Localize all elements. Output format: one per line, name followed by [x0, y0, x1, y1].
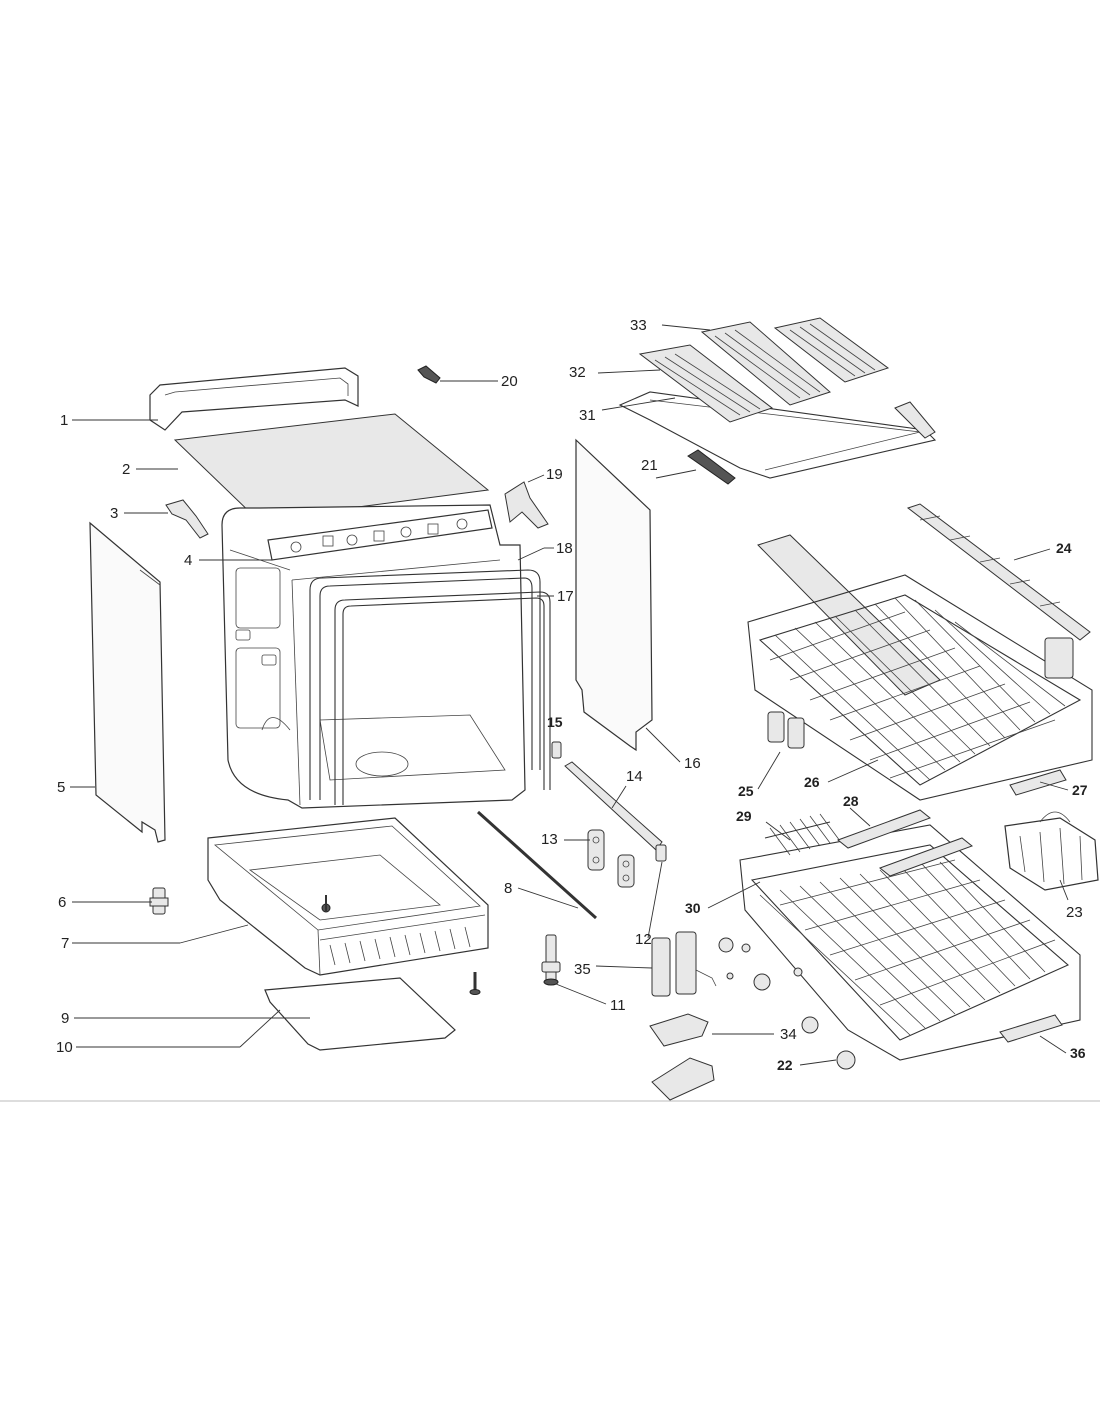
callout-14: 14	[626, 768, 643, 785]
callout-22: 22	[777, 1057, 793, 1073]
part-upper-spray-rail	[757, 534, 941, 696]
part-4-control-strip	[267, 509, 493, 561]
part-32-tray-section-left	[638, 344, 774, 423]
callout-34: 34	[780, 1026, 797, 1043]
callout-27: 27	[1072, 782, 1088, 798]
part-31-tray-frame	[618, 391, 937, 479]
part-33-tray-section-middle	[700, 321, 831, 406]
callout-24: 24	[1056, 540, 1072, 556]
callout-9: 9	[61, 1010, 69, 1027]
part-3-bracket-left	[165, 499, 209, 539]
part-17-18-door-seals	[309, 569, 551, 805]
part-5-side-panel-left	[89, 521, 166, 843]
part-tray-section-right	[773, 317, 890, 383]
callout-2: 2	[122, 461, 130, 478]
callout-26: 26	[804, 774, 820, 790]
callout-32: 32	[569, 364, 586, 381]
callout-36: 36	[1070, 1045, 1086, 1061]
part-7-base-tray	[207, 817, 489, 976]
callout-6: 6	[58, 894, 66, 911]
part-12-hinge-link	[655, 844, 667, 862]
callout-3: 3	[110, 505, 118, 522]
part-2-top-plate	[173, 413, 490, 521]
callout-7: 7	[61, 935, 69, 952]
callout-labels: 1 2 3 4 5 6 7 8 9 10 11 12 13 14 15 16 1…	[56, 317, 1088, 1073]
callout-31: 31	[579, 407, 596, 424]
part-10-bottom-cover	[264, 977, 456, 1051]
leader-lines	[70, 324, 1069, 1066]
callout-12: 12	[635, 931, 652, 948]
callout-17: 17	[557, 588, 574, 605]
part-28-cup-rack	[836, 809, 974, 877]
callout-19: 19	[546, 466, 563, 483]
part-13-hinge-plates	[587, 829, 635, 888]
callout-35: 35	[574, 961, 591, 978]
callout-4: 4	[184, 552, 192, 569]
part-22-basket-wheels	[718, 937, 856, 1070]
callout-30: 30	[685, 900, 701, 916]
part-11-leveling-foot	[541, 934, 561, 986]
callout-29: 29	[736, 808, 752, 824]
callout-28: 28	[843, 793, 859, 809]
part-19-bracket-right	[504, 481, 549, 529]
callout-25: 25	[738, 783, 754, 799]
callout-23: 23	[1066, 904, 1083, 921]
part-21-rail-clip	[687, 449, 736, 485]
part-upper-basket-wheels	[1044, 637, 1074, 679]
callout-20: 20	[501, 373, 518, 390]
part-16-side-panel-right	[575, 438, 653, 752]
part-1-top-trim	[149, 367, 359, 431]
callout-33: 33	[630, 317, 647, 334]
part-36-basket-handle	[999, 1014, 1063, 1043]
part-9-screw-2	[469, 972, 481, 995]
part-34-hinge-housings	[649, 1013, 715, 1101]
callout-16: 16	[684, 755, 701, 772]
part-29-plate-rack	[764, 813, 841, 856]
callout-18: 18	[556, 540, 573, 557]
callout-13: 13	[541, 831, 558, 848]
part-24-upper-rail	[906, 503, 1091, 641]
callout-15: 15	[547, 714, 563, 730]
callout-5: 5	[57, 779, 65, 796]
main-tub	[221, 504, 526, 809]
part-35-hinge-springs	[651, 931, 717, 997]
part-27-basket-handle	[1009, 769, 1067, 796]
part-15-clip	[551, 741, 562, 759]
part-tray-clip	[894, 401, 936, 439]
callout-10: 10	[56, 1039, 73, 1056]
part-8-rod	[476, 810, 598, 920]
callout-1: 1	[60, 412, 68, 429]
part-25-basket-adjuster	[767, 711, 805, 749]
callout-8: 8	[504, 880, 512, 897]
part-6-valve	[149, 887, 169, 915]
callout-11: 11	[610, 997, 626, 1014]
part-23-cutlery-basket	[1004, 811, 1099, 891]
part-20-clip	[417, 365, 441, 384]
part-26-upper-basket	[747, 574, 1093, 801]
callout-21: 21	[641, 457, 658, 474]
